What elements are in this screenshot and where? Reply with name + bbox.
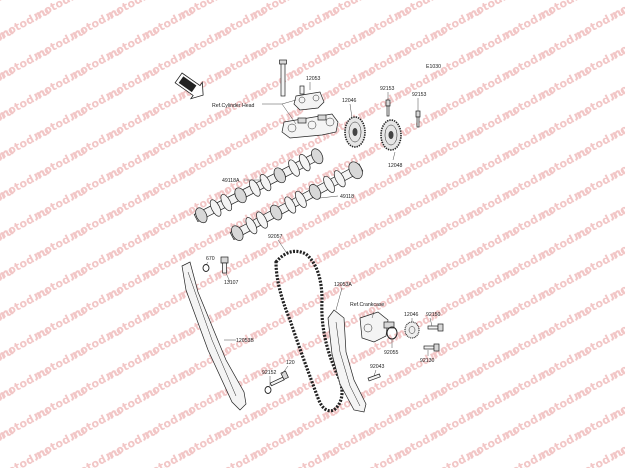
- watermark-text: motod.ru: [571, 444, 625, 468]
- bolt-92150: [427, 323, 444, 332]
- o-ring-92055: [386, 326, 398, 340]
- bolt-92130: [423, 343, 440, 352]
- label-49118a: 49118A: [222, 178, 240, 184]
- watermark-text: motod.ru: [0, 0, 52, 3]
- cam-sprocket-right: [380, 119, 402, 151]
- label-12053a: 12053A: [334, 282, 352, 288]
- watermark-text: motod.ru: [355, 444, 412, 468]
- label-92152: 92152: [262, 370, 277, 376]
- camshaft-holder-lower: [281, 113, 339, 139]
- label-12053: 12053: [306, 76, 321, 82]
- ref-cylinder-head: Ref.Cylinder Head: [212, 103, 254, 109]
- watermark-text: motod.ru: [427, 444, 484, 468]
- front-arrow-icon: [174, 72, 204, 100]
- cam-sprocket-left: [344, 116, 366, 148]
- label-670: 670: [206, 256, 215, 262]
- label-92153-a: 92153: [380, 86, 395, 92]
- leader-lines: [205, 82, 433, 386]
- camshaft-holder-upper: [293, 85, 325, 111]
- label-12048: 12048: [388, 163, 403, 169]
- label-92055: 92055: [384, 350, 399, 356]
- diagram-code: E1030: [426, 64, 441, 70]
- watermark-text: motod.ru: [499, 444, 556, 468]
- label-12046-upper: 12046: [342, 98, 357, 104]
- label-92043: 92043: [370, 364, 385, 370]
- ref-crankcase: Ref.Crankcase: [350, 302, 384, 308]
- watermark-text: motod.ru: [283, 444, 340, 468]
- chain-guide-12053a: [327, 309, 367, 413]
- label-92057: 92057: [268, 234, 283, 240]
- watermark-text: motod.ru: [211, 444, 268, 468]
- label-120: 120: [286, 360, 295, 366]
- watermark-text: motod.ru: [139, 444, 196, 468]
- label-12046-lower: 12046: [404, 312, 419, 318]
- tensioner-sprocket: [404, 321, 420, 339]
- camshaft-49118: [229, 161, 364, 241]
- pin-92043: [367, 373, 381, 382]
- head-bolt: [279, 59, 287, 97]
- o-ring-670: [202, 264, 210, 272]
- label-92153-b: 92153: [412, 92, 427, 98]
- label-12053b: 12053B: [236, 338, 254, 344]
- pin-13107: [220, 256, 229, 274]
- washer-120: [264, 386, 272, 394]
- label-92150: 92150: [426, 312, 441, 318]
- watermark-text: motod.ru: [0, 0, 16, 23]
- label-49118: 49118: [340, 194, 354, 200]
- label-13107: 13107: [224, 280, 239, 286]
- camshaft-49118a: [193, 148, 324, 224]
- chain-tensioner: [359, 311, 395, 343]
- chain-guide-12053b: [181, 261, 247, 411]
- label-92130: 92130: [420, 358, 435, 364]
- watermark-text: motod.ru: [0, 444, 52, 468]
- watermark-text: motod.ru: [67, 444, 124, 468]
- cam-chain: [274, 249, 344, 413]
